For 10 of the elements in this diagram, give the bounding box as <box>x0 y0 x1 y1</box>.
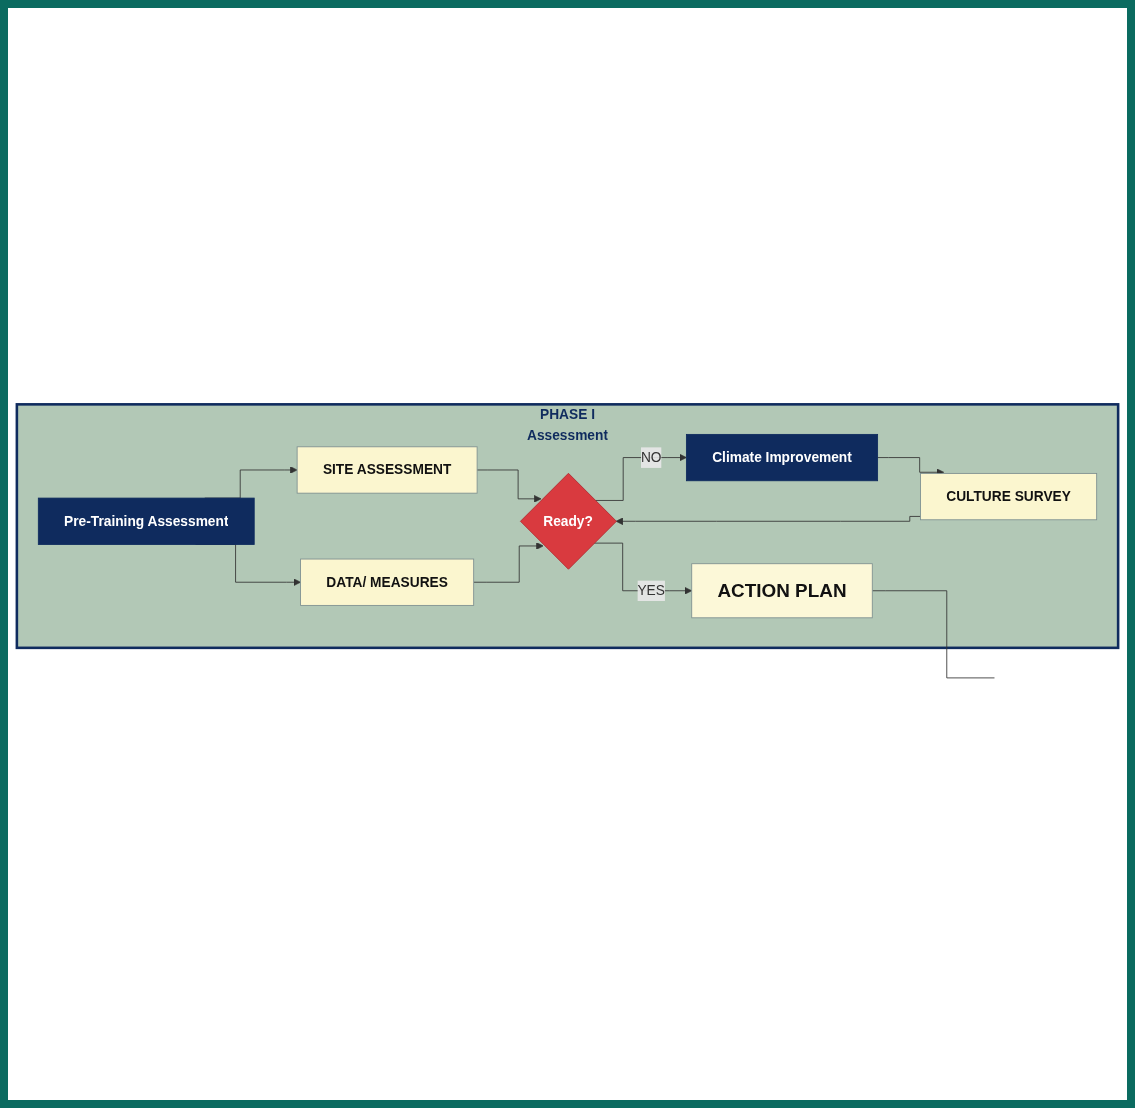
node-diamond: Ready? <box>520 472 617 570</box>
node-box: CULTURE SURVEY <box>920 473 1098 521</box>
connector <box>871 590 995 679</box>
edge-label: YES <box>637 583 665 598</box>
node-box: DATA/ MEASURES <box>300 558 475 606</box>
node-box: Pre-Training Assessment <box>37 497 255 545</box>
edge-label: NO <box>640 449 662 465</box>
node-box: SITE ASSESSMENT <box>296 446 478 494</box>
node-box: ACTION PLAN <box>691 563 873 619</box>
node-box: Climate Improvement <box>686 433 879 482</box>
